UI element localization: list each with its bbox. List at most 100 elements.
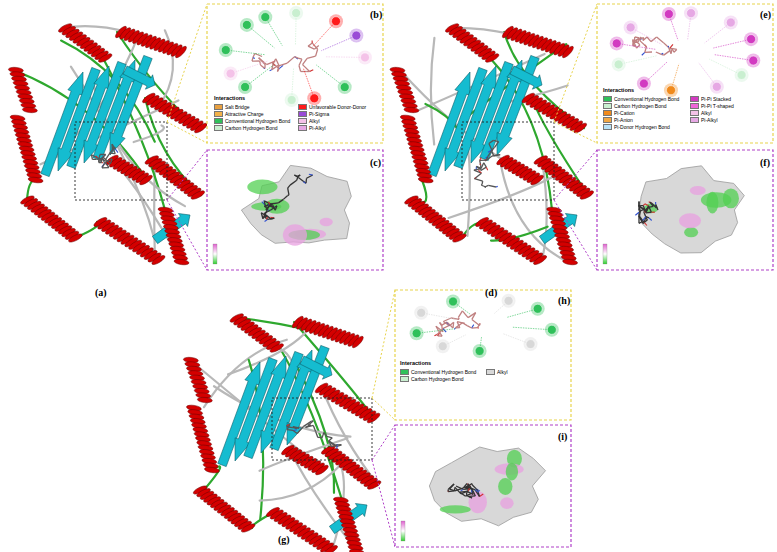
residue-halo (238, 80, 252, 94)
ligand-bond (91, 155, 97, 158)
helix-turn (366, 479, 382, 491)
ligand-bond (297, 175, 300, 176)
residue-disc (261, 13, 270, 22)
legend-swatch (298, 104, 307, 110)
residue-halo (531, 302, 545, 316)
residue-disc (310, 94, 319, 103)
residue-halo (502, 294, 516, 308)
zoom-panel-frame (207, 150, 383, 270)
ligand-bond (495, 142, 499, 148)
residue-halo (724, 16, 738, 30)
legend-item: Carbon Hydrogen Bond (603, 103, 667, 109)
legend-heading: Interactions (214, 96, 245, 102)
ligand-bond (443, 329, 446, 332)
residue-halo (307, 91, 321, 105)
ligand-bond (472, 319, 480, 325)
helix-turn (404, 107, 419, 114)
binding-site-box (75, 122, 167, 200)
ligand-bond (329, 441, 332, 447)
residue-disc (737, 70, 746, 79)
residue-halo (684, 6, 698, 20)
zoom-panel-frame (395, 290, 571, 420)
ligand-bond (644, 222, 647, 225)
ligand-bond (642, 52, 645, 55)
legend-swatch (400, 369, 409, 375)
ligand-bond (474, 179, 482, 181)
ligand-bond (661, 54, 663, 56)
ligand-bond (102, 163, 105, 167)
residue-halo (735, 68, 749, 82)
helix-turn (561, 45, 575, 59)
zoom-leader (167, 4, 207, 122)
ligand-bond (451, 318, 459, 319)
legend-text: Alkyl (701, 111, 712, 116)
legend-swatch (690, 117, 699, 123)
legend-swatch (690, 110, 699, 116)
ligand-bond (301, 71, 307, 72)
residue-disc (612, 39, 621, 48)
ligand-bond (461, 489, 464, 491)
residue-disc (292, 9, 301, 18)
ligand-bond (494, 155, 500, 156)
ligand-bond (443, 322, 449, 326)
ligand-bond (292, 427, 299, 429)
ligand-bond (327, 436, 332, 437)
legend-item: Pi-Donor Hydrogen Bond (603, 124, 670, 130)
legend-text: Carbon Hydrogen Bond (614, 104, 667, 109)
surface-patch (283, 224, 307, 245)
legend-heading: Interactions (603, 88, 634, 94)
ligand-bond (298, 175, 300, 177)
coil-loop (449, 174, 558, 218)
surface-patch (690, 186, 706, 195)
legend-item: Conventional Hydrogen Bond (400, 369, 476, 375)
surface-patch (498, 478, 512, 495)
ligand-bond (98, 158, 105, 161)
ligand-bond (475, 490, 479, 493)
legend-swatch (603, 117, 612, 123)
ligand-bond (639, 205, 640, 211)
ligand-bond (440, 323, 442, 325)
legend-text: Alkyl (497, 370, 508, 375)
helix-turn (174, 45, 188, 59)
surface-patch (264, 199, 289, 214)
residue-halo (662, 7, 676, 21)
surface-patch (506, 463, 518, 481)
ligand-bond (670, 48, 677, 49)
residue-halo (258, 10, 272, 24)
ligand-bond (439, 331, 442, 336)
residue-disc (526, 340, 535, 349)
panel-letter: (f) (760, 158, 770, 168)
residue-disc (475, 346, 484, 355)
beta-strand (152, 214, 190, 244)
ligand-bond (468, 488, 469, 491)
surface-view (401, 447, 546, 541)
ligand-bond (264, 205, 266, 207)
ligand-bond (643, 37, 647, 41)
legend-heading: Interactions (400, 361, 431, 367)
residue-halo (612, 57, 626, 71)
ligand-bond (298, 178, 306, 184)
legend-item: Salt Bridge (214, 104, 249, 110)
ligand-bond (309, 174, 313, 176)
legend-item: Alkyl (486, 369, 508, 375)
ligand-bond (277, 66, 278, 72)
residue-disc (533, 304, 542, 313)
helix-turn (269, 342, 285, 354)
ligand-bond (109, 147, 114, 154)
ligand-bond (633, 39, 641, 42)
ligand-bond (645, 204, 649, 206)
ligand-bond (270, 204, 274, 207)
legend-swatch (690, 103, 699, 109)
residue-disc (747, 35, 756, 44)
legend-text: Pi-Donor Hydrogen Bond (614, 125, 670, 130)
surface-view (213, 165, 351, 264)
ligand-bond (485, 185, 489, 187)
residue-halo (414, 306, 428, 320)
ligand-bond (481, 163, 484, 169)
ligand-bond (109, 153, 115, 155)
ligand-bond (308, 46, 314, 49)
helix-turn (28, 176, 44, 183)
ligand-bond (488, 185, 495, 187)
ligand-bond (332, 445, 338, 447)
ligand-bond (474, 170, 481, 173)
